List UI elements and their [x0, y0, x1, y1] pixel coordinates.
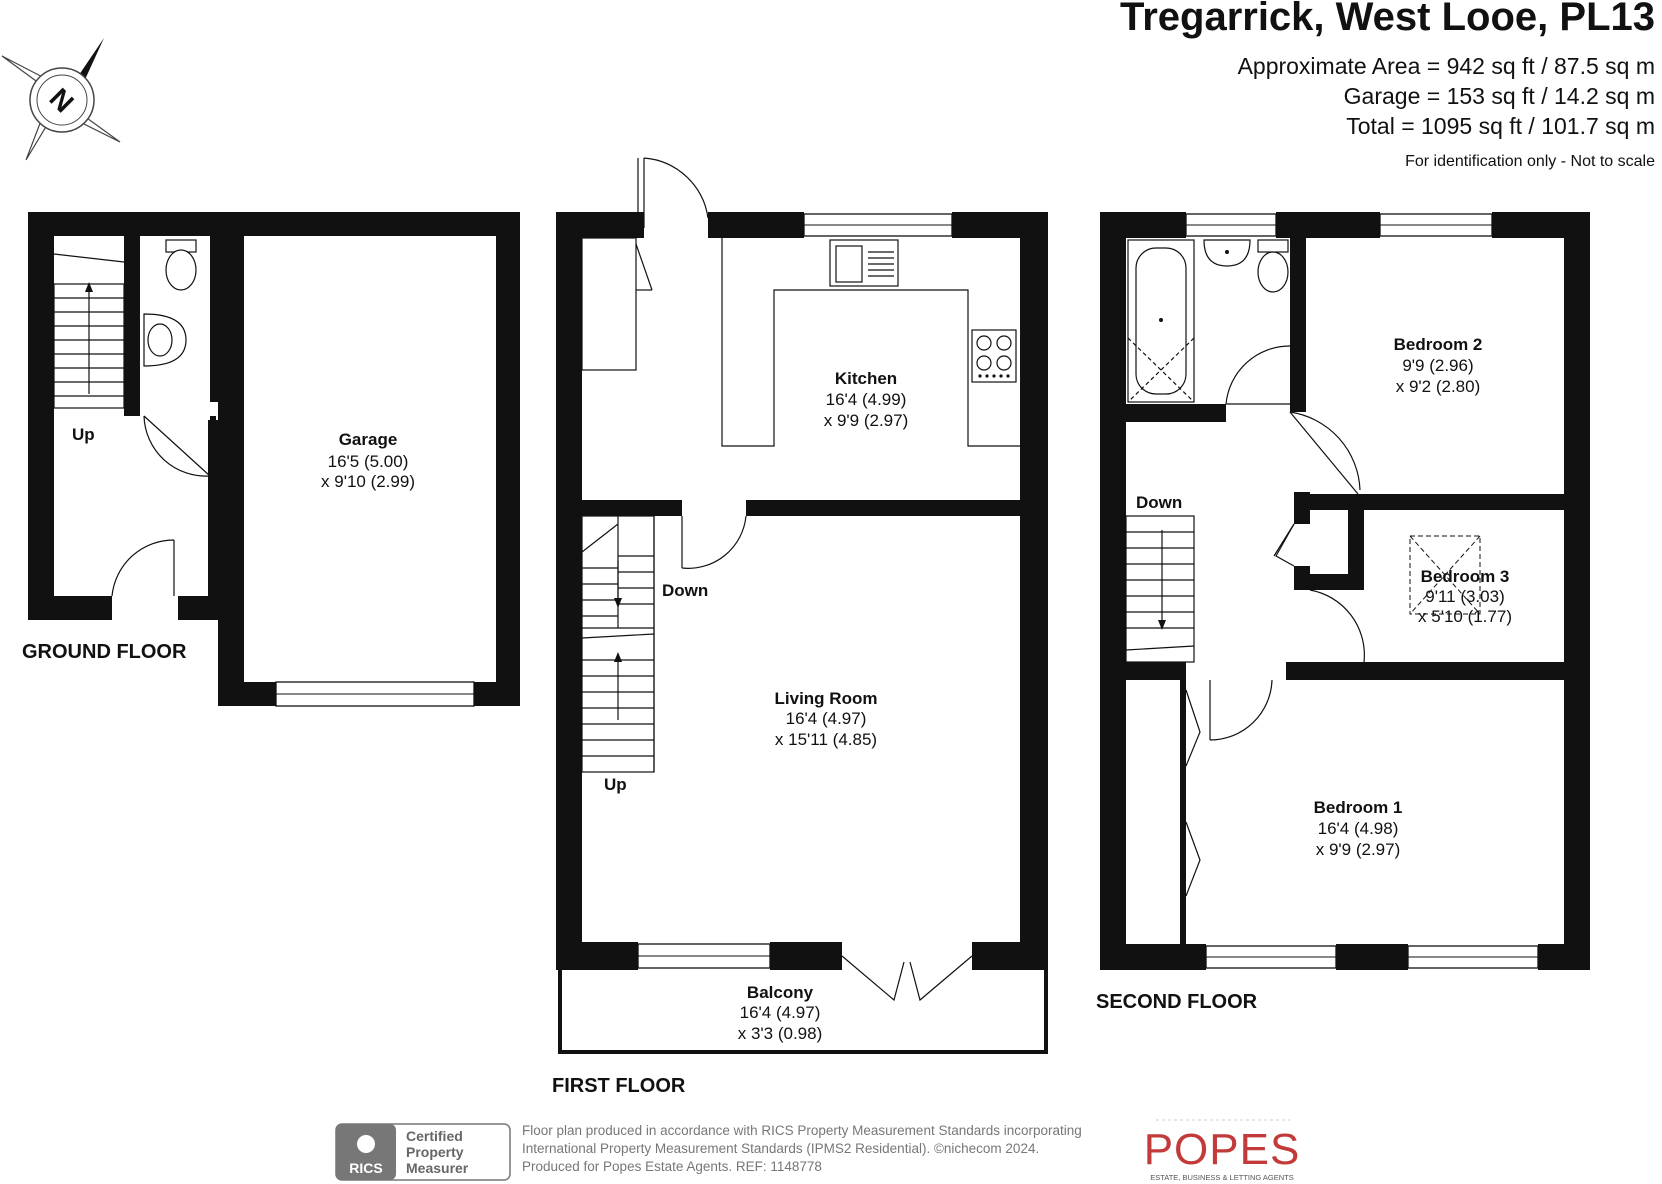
- bedroom2-dim1: 9'9 (2.96): [1402, 356, 1473, 375]
- second-stair-down-label: Down: [1136, 493, 1182, 512]
- ground-toilet: [165, 239, 197, 291]
- footer-line2: International Property Measurement Stand…: [522, 1141, 1039, 1156]
- bedroom2-name: Bedroom 2: [1394, 335, 1483, 354]
- kitchen-name: Kitchen: [835, 369, 897, 388]
- bedroom2-dim2: x 9'2 (2.80): [1396, 377, 1481, 396]
- bedroom3-name: Bedroom 3: [1421, 567, 1510, 586]
- rics-line3: Measurer: [406, 1160, 469, 1176]
- first-stairs: [581, 515, 655, 773]
- kitchen-dim1: 16'4 (4.99): [826, 390, 907, 409]
- bedroom1-dim2: x 9'9 (2.97): [1316, 840, 1401, 859]
- property-title: Tregarrick, West Looe, PL13: [1120, 0, 1655, 39]
- first-floor-plan: Down Up Kitchen 16'4 (4.99) x 9'9 (2.97)…: [552, 157, 1048, 1097]
- living-room-dim2: x 15'11 (4.85): [775, 730, 877, 749]
- rics-badge: RICS Certified Property Measurer: [335, 1123, 511, 1181]
- first-entrance-door: [637, 157, 709, 228]
- ground-floor-label: GROUND FLOOR: [22, 641, 187, 663]
- first-floor-label: FIRST FLOOR: [552, 1075, 686, 1097]
- bathroom-door: [1225, 345, 1291, 405]
- kitchen-sink: [829, 239, 899, 287]
- second-floor-label: SECOND FLOOR: [1096, 991, 1258, 1013]
- total-area: Total = 1095 sq ft / 101.7 sq m: [1346, 113, 1655, 139]
- wardrobe: [1180, 680, 1201, 944]
- ground-entrance-door: [111, 539, 175, 597]
- cupboard-door: [1273, 523, 1295, 567]
- balcony-dim2: x 3'3 (0.98): [738, 1024, 823, 1043]
- garage-name: Garage: [339, 430, 398, 449]
- popes-logo-text: POPES: [1144, 1125, 1301, 1174]
- bedroom3-door: [1309, 589, 1365, 663]
- first-stair-down-label: Down: [662, 581, 708, 600]
- garage-dim2: x 9'10 (2.99): [321, 472, 415, 491]
- popes-logo: POPES ESTATE, BUSINESS & LETTING AGENTS: [1144, 1119, 1301, 1182]
- garage-dim1: 16'5 (5.00): [328, 452, 409, 471]
- second-stairs: [1125, 515, 1195, 663]
- balcony-name: Balcony: [747, 983, 814, 1002]
- compass-icon: N: [1, 38, 121, 161]
- footer-line3: Produced for Popes Estate Agents. REF: 1…: [522, 1159, 822, 1174]
- ground-stair-up-label: Up: [72, 425, 95, 444]
- bedroom1-name: Bedroom 1: [1314, 798, 1403, 817]
- popes-tagline: ESTATE, BUSINESS & LETTING AGENTS: [1150, 1173, 1294, 1182]
- ground-wc-door: [143, 415, 216, 478]
- kitchen-hob: [971, 329, 1017, 383]
- bedroom1-door: [1209, 679, 1273, 741]
- ground-basin: [143, 313, 187, 367]
- rics-label: RICS: [349, 1160, 382, 1176]
- bedroom3-dim1: 9'11 (3.03): [1425, 587, 1504, 606]
- rics-line2: Property: [406, 1144, 464, 1160]
- living-room-name: Living Room: [775, 689, 878, 708]
- garage-area: Garage = 153 sq ft / 14.2 sq m: [1344, 83, 1655, 109]
- bedroom1-dim1: 16'4 (4.98): [1318, 819, 1399, 838]
- second-basin: [1203, 239, 1251, 267]
- kitchen-units: [581, 237, 1020, 447]
- living-room-dim1: 16'4 (4.97): [786, 709, 867, 728]
- balcony-dim1: 16'4 (4.97): [740, 1003, 821, 1022]
- bedroom2-door: [1289, 411, 1361, 495]
- kitchen-dim2: x 9'9 (2.97): [824, 411, 909, 430]
- approximate-area: Approximate Area = 942 sq ft / 87.5 sq m: [1238, 53, 1655, 79]
- ground-floor-plan: Up Garage 16'5 (5.00) x 9'10 (2.99) GROU…: [22, 212, 520, 707]
- balcony-area: [558, 955, 1048, 1054]
- second-toilet: [1257, 239, 1289, 293]
- bathtub: [1127, 239, 1195, 403]
- loft-hatch: [1409, 535, 1481, 615]
- footer-line1: Floor plan produced in accordance with R…: [522, 1123, 1082, 1138]
- kitchen-door: [681, 515, 747, 569]
- scale-note: For identification only - Not to scale: [1405, 153, 1655, 170]
- first-stair-up-label: Up: [604, 775, 627, 794]
- bedroom3-dim2: x 5'10 (1.77): [1418, 607, 1512, 626]
- second-floor-plan: Down Bedroom 2 9'9 (2.96) x 9'2 (2.80) B…: [1096, 212, 1590, 1013]
- rics-line1: Certified: [406, 1128, 463, 1144]
- ground-stairs: [53, 253, 125, 409]
